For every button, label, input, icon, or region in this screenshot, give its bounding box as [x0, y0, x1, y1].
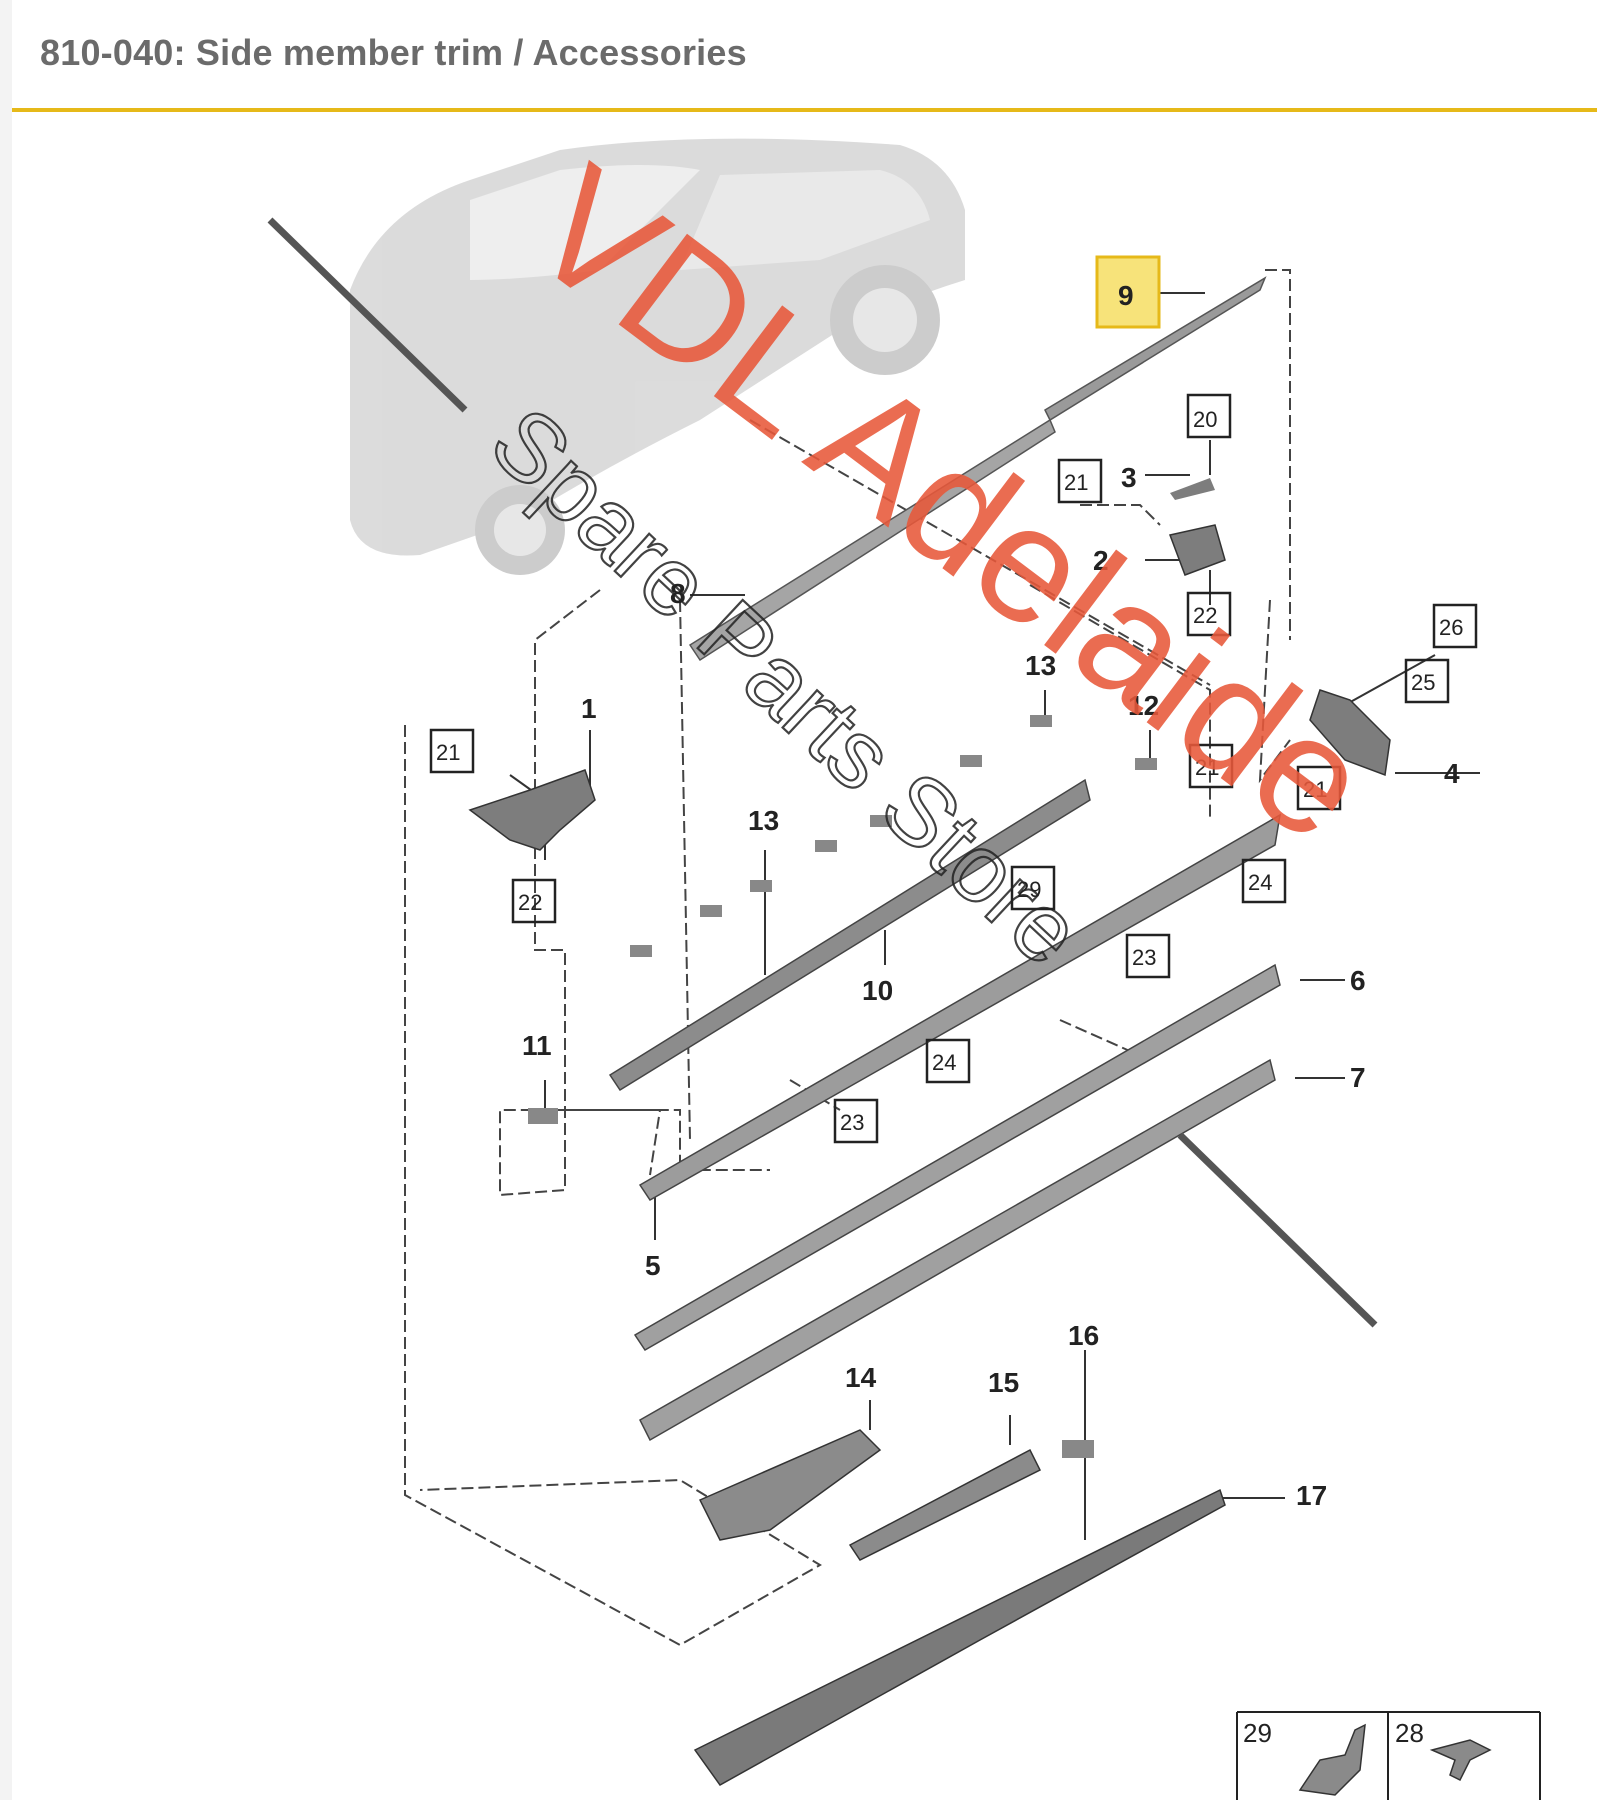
dashed-leader-lines — [404, 269, 1291, 1647]
callout-22b: 22 — [518, 890, 542, 915]
callout-11: 11 — [522, 1030, 552, 1061]
clip-part-3 — [1170, 478, 1215, 500]
callout-10: 10 — [862, 975, 893, 1006]
callout-6: 6 — [1350, 965, 1366, 996]
callout-9-highlight — [1095, 255, 1161, 329]
trim-strip-10 — [608, 778, 1091, 1092]
vehicle-illustration — [350, 138, 965, 575]
inset-parts-box: 29 28 — [1236, 1711, 1541, 1800]
callout-21d: 21 — [436, 740, 460, 765]
bracket-part-1 — [468, 769, 596, 851]
callout-29a: 29 — [1017, 877, 1041, 902]
callout-1: 1 — [581, 693, 597, 724]
callout-24a: 24 — [1248, 870, 1272, 895]
callout-23b: 23 — [840, 1110, 864, 1135]
trim-strip-7 — [639, 1058, 1276, 1442]
clip-part-16 — [1062, 1440, 1094, 1458]
rocker-panel-17 — [693, 1488, 1226, 1786]
callout-21b: 21 — [1195, 755, 1219, 780]
decorative-diagonal-bars — [267, 217, 1378, 1328]
callout-16: 16 — [1068, 1320, 1099, 1351]
callout-8: 8 — [670, 578, 686, 609]
clip-part-11 — [528, 1108, 558, 1124]
callout-13b: 13 — [748, 805, 779, 836]
cover-part-15 — [848, 1448, 1042, 1561]
callout-12: 12 — [1128, 690, 1159, 721]
callout-13a: 13 — [1025, 650, 1056, 681]
part-shapes — [468, 276, 1391, 1786]
callout-26: 26 — [1439, 615, 1463, 640]
callout-2: 2 — [1093, 545, 1109, 576]
callout-17: 17 — [1296, 1480, 1327, 1511]
callout-23a: 23 — [1132, 945, 1156, 970]
callout-22a: 22 — [1193, 603, 1217, 628]
callout-3: 3 — [1121, 462, 1137, 493]
callout-25: 25 — [1411, 670, 1435, 695]
callout-9: 9 — [1118, 280, 1134, 311]
inset-screw-part-28 — [1429, 1739, 1492, 1782]
roof-strip-part — [1044, 276, 1267, 422]
trim-strip-6 — [633, 963, 1281, 1351]
callout-21c: 21 — [1303, 777, 1327, 802]
callout-14: 14 — [845, 1362, 877, 1393]
callout-24b: 24 — [932, 1050, 956, 1075]
callout-21a: 21 — [1064, 470, 1088, 495]
left-margin-strip — [0, 0, 12, 1800]
trim-strip-5 — [638, 813, 1282, 1201]
bracket-part-4 — [1309, 689, 1391, 777]
bracket-part-2 — [1168, 524, 1226, 576]
upper-trim-part — [688, 418, 1056, 662]
callout-20: 20 — [1193, 407, 1217, 432]
solid-leader-lines — [509, 292, 1480, 1540]
page-header: 810-040: Side member trim / Accessories — [12, 0, 1597, 112]
page-title: 810-040: Side member trim / Accessories — [40, 32, 747, 73]
inset-callout-29: 29 — [1243, 1718, 1272, 1748]
callout-5: 5 — [645, 1250, 661, 1281]
callout-7: 7 — [1350, 1062, 1366, 1093]
flap-part-14 — [698, 1429, 882, 1541]
callout-4: 4 — [1444, 758, 1460, 789]
callout-labels: 9 20 21 3 2 22 26 25 4 8 13 12 21 21 1 2… — [429, 255, 1478, 1511]
callout-15: 15 — [988, 1367, 1019, 1398]
inset-bracket-part-29 — [1298, 1723, 1366, 1796]
inset-callout-28: 28 — [1395, 1718, 1424, 1748]
